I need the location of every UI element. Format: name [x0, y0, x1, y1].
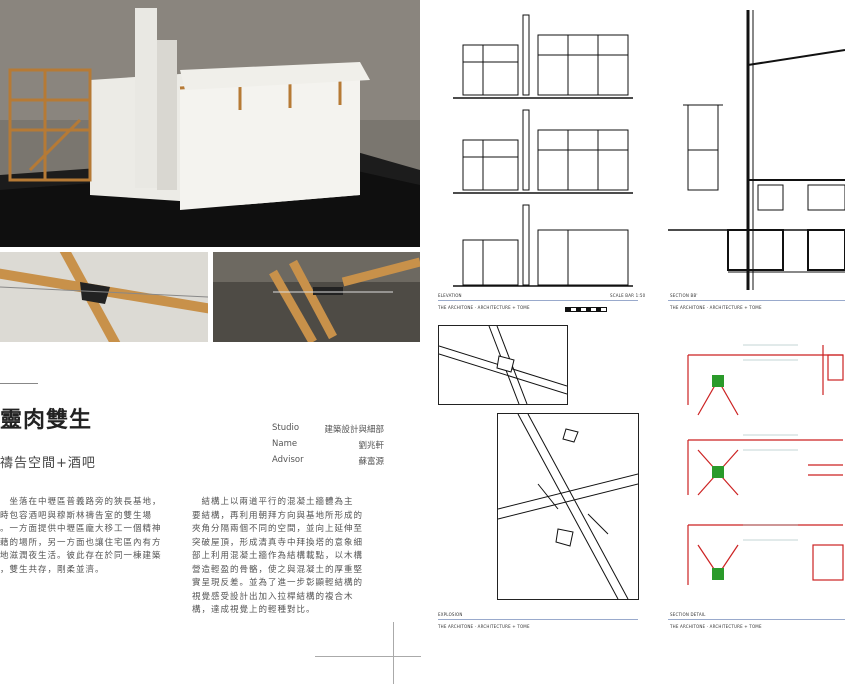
model-photo: [0, 0, 420, 247]
section-footer: THE ARCHITONE · ARCHITECTURE + TOME: [670, 305, 762, 310]
info-value: 建築設計與細部: [324, 425, 384, 435]
elevation-scale: SCALE BAR 1:50: [610, 293, 646, 298]
sheet-rule: [438, 300, 638, 301]
explosion-label: EXPLOSION: [438, 612, 463, 617]
section-detail-drawing: [668, 325, 845, 605]
joint-photo-2: [213, 252, 420, 342]
info-row: Advisor 蘇富源: [272, 455, 384, 471]
title-rule: [0, 383, 38, 384]
text-line: 實呈現反差。並為了進一步彰顯輕結構的: [192, 578, 364, 588]
scale-bar: [565, 307, 607, 312]
section-detail-footer: THE ARCHITONE · ARCHITECTURE + TOME: [670, 624, 762, 629]
project-info: Studio 建築設計與細部 Name 劉兆軒 Advisor 蘇富源: [272, 423, 384, 471]
info-value: 劉兆軒: [358, 441, 384, 451]
explosion-drawing-1: [438, 325, 568, 405]
sheet-rule: [668, 300, 845, 301]
text-line: 營造輕盈的骨骼，使之與混凝土的厚重堅: [192, 564, 364, 575]
text-line: 藉的場所，另一方面也讓住宅區內有方: [0, 537, 162, 548]
crop-mark: [315, 656, 421, 657]
section-detail-label: SECTION DETAIL: [670, 612, 706, 617]
elevation-label: ELEVATION: [438, 293, 462, 298]
info-value: 蘇富源: [358, 457, 384, 467]
info-label: Advisor: [272, 455, 304, 465]
text-line: 時包容酒吧與穆斯林禱告室的雙生場: [0, 510, 153, 521]
text-line: 部上利用混凝土牆作為結構載點，以木構: [192, 551, 364, 561]
text-line: 地滋潤夜生活。彼此存在於同一棟建築: [0, 551, 162, 561]
elevation-footer: THE ARCHITONE · ARCHITECTURE + TOME: [438, 305, 530, 310]
text-line: 夾角分隔兩個不同的空間，並向上延伸至: [192, 524, 364, 534]
text-line: 。一方面提供中壢區龐大移工一個精神: [0, 524, 162, 534]
elevation-drawing: [438, 10, 643, 290]
info-label: Studio: [272, 423, 300, 433]
text-line: 構，達成視覺上的輕種對比。: [192, 605, 316, 615]
explosion-footer: THE ARCHITONE · ARCHITECTURE + TOME: [438, 624, 530, 629]
description-right: 結構上以兩道平行的混凝土牆體為主 要結構，再利用朝拜方向與基地所形成的 夾角分隔…: [192, 496, 382, 618]
section-drawing: [668, 10, 845, 290]
text-line: 突破屋頂，形成清真寺中拜換塔的意象細: [192, 537, 364, 548]
sheet-rule: [668, 619, 845, 620]
text-line: 視覺感受設計出加入拉桿結構的複合木: [192, 591, 354, 602]
text-line: 要結構，再利用朝拜方向與基地所形成的: [192, 510, 364, 521]
explosion-drawing-2: [497, 413, 639, 600]
joint-photo-1: [0, 252, 208, 342]
info-label: Name: [272, 439, 298, 449]
project-subtitle: 禱告空間+酒吧: [0, 456, 96, 471]
project-title: 靈肉雙生: [0, 408, 93, 433]
text-line: 結構上以兩道平行的混凝土牆體為主: [192, 497, 354, 507]
crop-mark: [393, 622, 394, 684]
info-row: Name 劉兆軒: [272, 439, 384, 455]
sheet-rule: [438, 619, 638, 620]
description-left: 坐落在中壢區普義路旁的狹長基地， 時包容酒吧與穆斯林禱告室的雙生場 。一方面提供…: [0, 496, 186, 577]
section-label: SECTION BB': [670, 293, 698, 298]
text-line: 坐落在中壢區普義路旁的狹長基地，: [0, 497, 162, 507]
info-row: Studio 建築設計與細部: [272, 423, 384, 439]
text-line: ，雙生共存，剛柔並濟。: [0, 564, 105, 575]
